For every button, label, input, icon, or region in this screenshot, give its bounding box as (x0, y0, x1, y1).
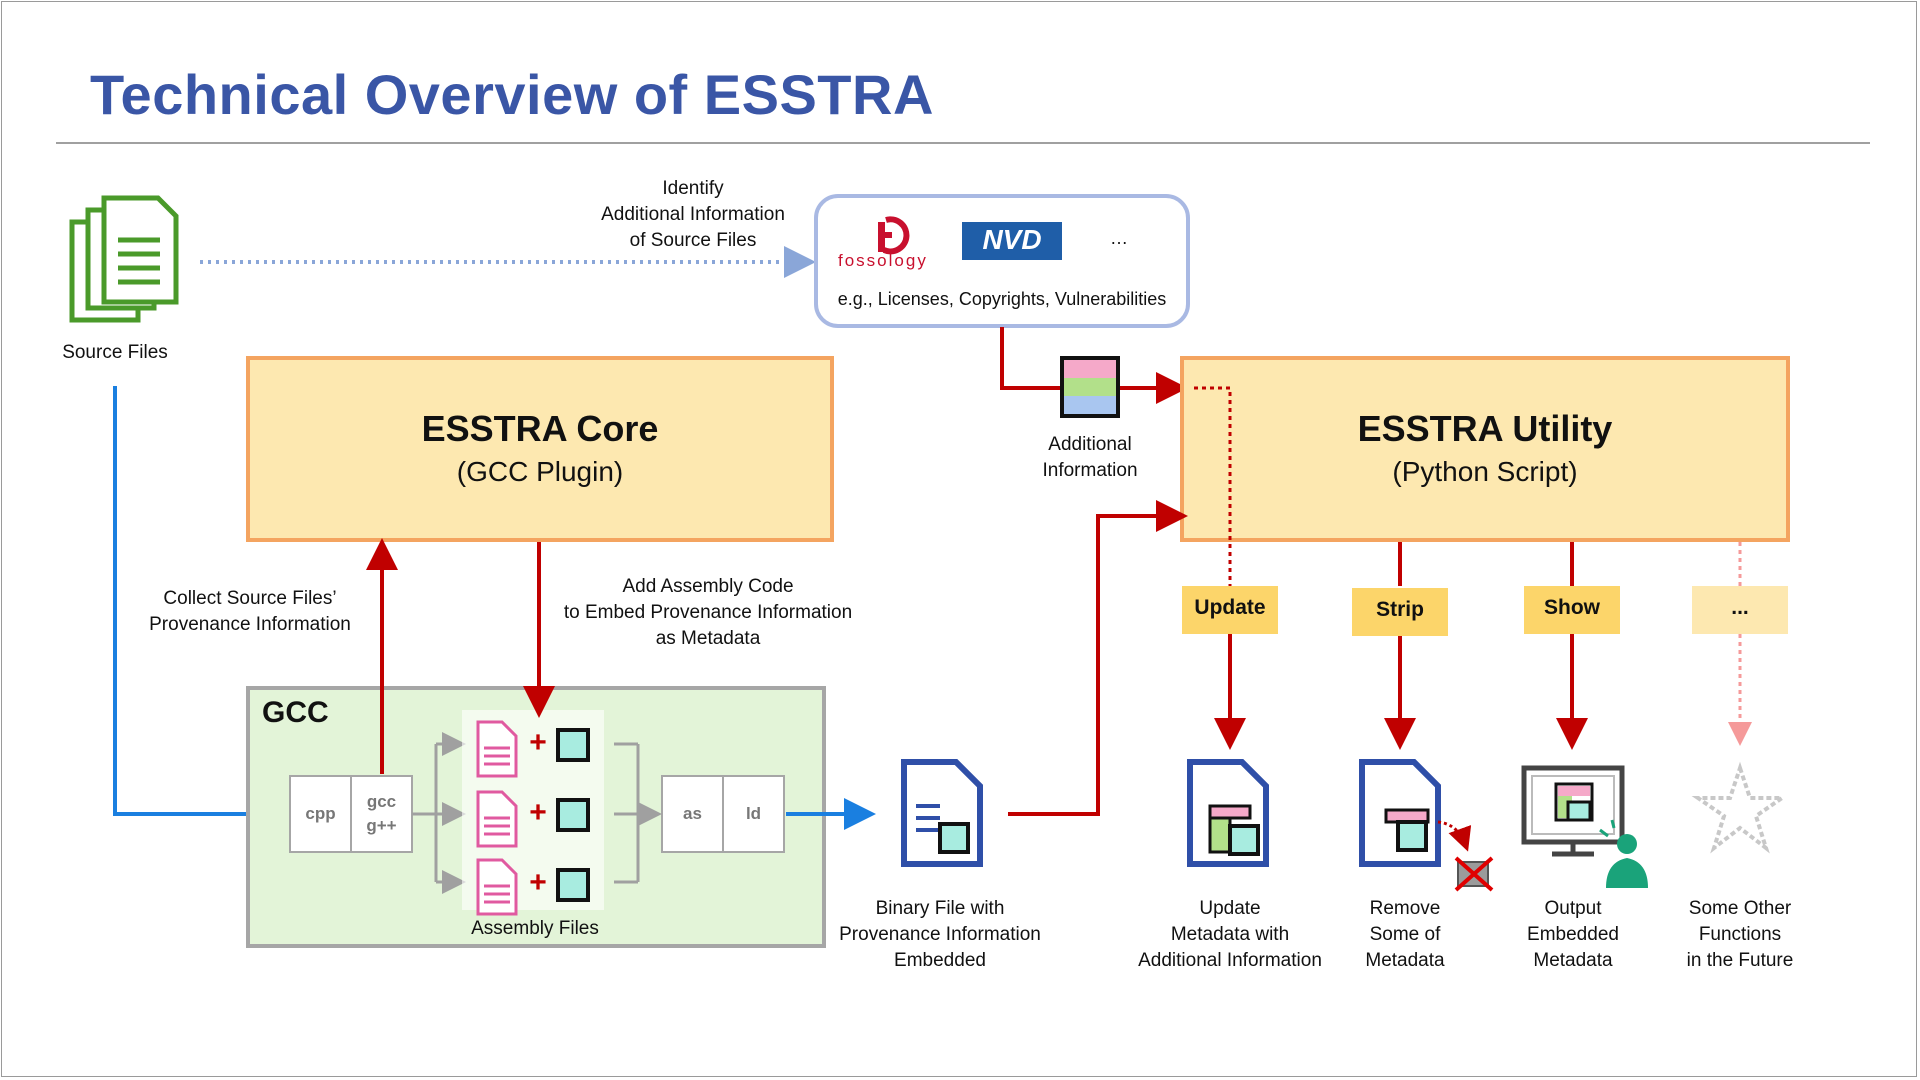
assembly-files-label: Assembly Files (471, 918, 599, 939)
update-button: Update (1194, 596, 1266, 619)
source-to-gcc-arrow (113, 386, 292, 830)
update-dotted-link (1194, 386, 1232, 592)
svg-text:+: + (529, 796, 547, 829)
strip-desc: Remove Some of Metadata (1365, 898, 1445, 971)
binary-to-utility-arrow (1008, 500, 1188, 816)
svg-text:+: + (529, 726, 547, 759)
stripped-binary-icon (1359, 759, 1494, 892)
gcc-title: GCC (262, 696, 329, 729)
show-desc: Output Embedded Metadata (1527, 898, 1619, 971)
gcc-label: gcc (366, 792, 397, 811)
info-more: … (1110, 228, 1128, 248)
cpp-label: cpp (305, 804, 336, 823)
binary-label: Binary File with Provenance Information … (839, 898, 1041, 971)
utility-title: ESSTRA Utility (1357, 408, 1613, 449)
nvd-text: NVD (982, 224, 1042, 255)
updated-binary-icon (1187, 759, 1269, 867)
binary-file-icon (901, 759, 983, 867)
collect-label: Collect Source Files’ Provenance Informa… (149, 588, 351, 635)
show-button-bg (1524, 586, 1620, 634)
core-subtitle: (GCC Plugin) (456, 456, 624, 487)
update-button-bg (1182, 586, 1278, 634)
future-desc: Some Other Functions in the Future (1686, 898, 1794, 971)
strip-button-bg (1352, 588, 1448, 636)
additional-info-label: Additional Information (1042, 434, 1138, 481)
show-button: Show (1544, 596, 1600, 619)
assembly-files-icons: + + + (462, 710, 604, 916)
title-divider (56, 142, 1870, 144)
info-box (814, 194, 1190, 328)
add-asm-label: Add Assembly Code to Embed Provenance In… (563, 576, 853, 649)
source-files-label: Source Files (62, 342, 168, 363)
fossology-logo (878, 216, 910, 255)
as-label: as (683, 804, 702, 823)
fossology-text: fossology (838, 251, 928, 270)
future-star-icon (1691, 761, 1789, 854)
esstra-utility-box (1180, 356, 1790, 542)
nvd-logo (962, 222, 1062, 260)
esstra-core-box (246, 356, 834, 542)
additional-info-block-icon (1060, 356, 1120, 418)
core-title: ESSTRA Core (421, 408, 659, 449)
source-files-icon (69, 195, 179, 323)
more-button-bg (1692, 586, 1788, 634)
gpp-label: g++ (366, 816, 397, 835)
update-desc: Update Metadata with Additional Informat… (1138, 898, 1322, 971)
info-caption: e.g., Licenses, Copyrights, Vulnerabilit… (837, 289, 1167, 309)
utility-subtitle: (Python Script) (1392, 456, 1578, 487)
svg-text:+: + (529, 866, 547, 899)
output-monitor-icon (1521, 765, 1648, 888)
identify-label: Identify Additional Information of Sourc… (601, 178, 785, 251)
ld-label: ld (745, 804, 762, 823)
page-title: Technical Overview of ESSTRA (90, 63, 934, 126)
additional-info-arrow (1000, 327, 1188, 404)
more-button: ... (1731, 596, 1749, 619)
strip-button: Strip (1376, 598, 1424, 621)
